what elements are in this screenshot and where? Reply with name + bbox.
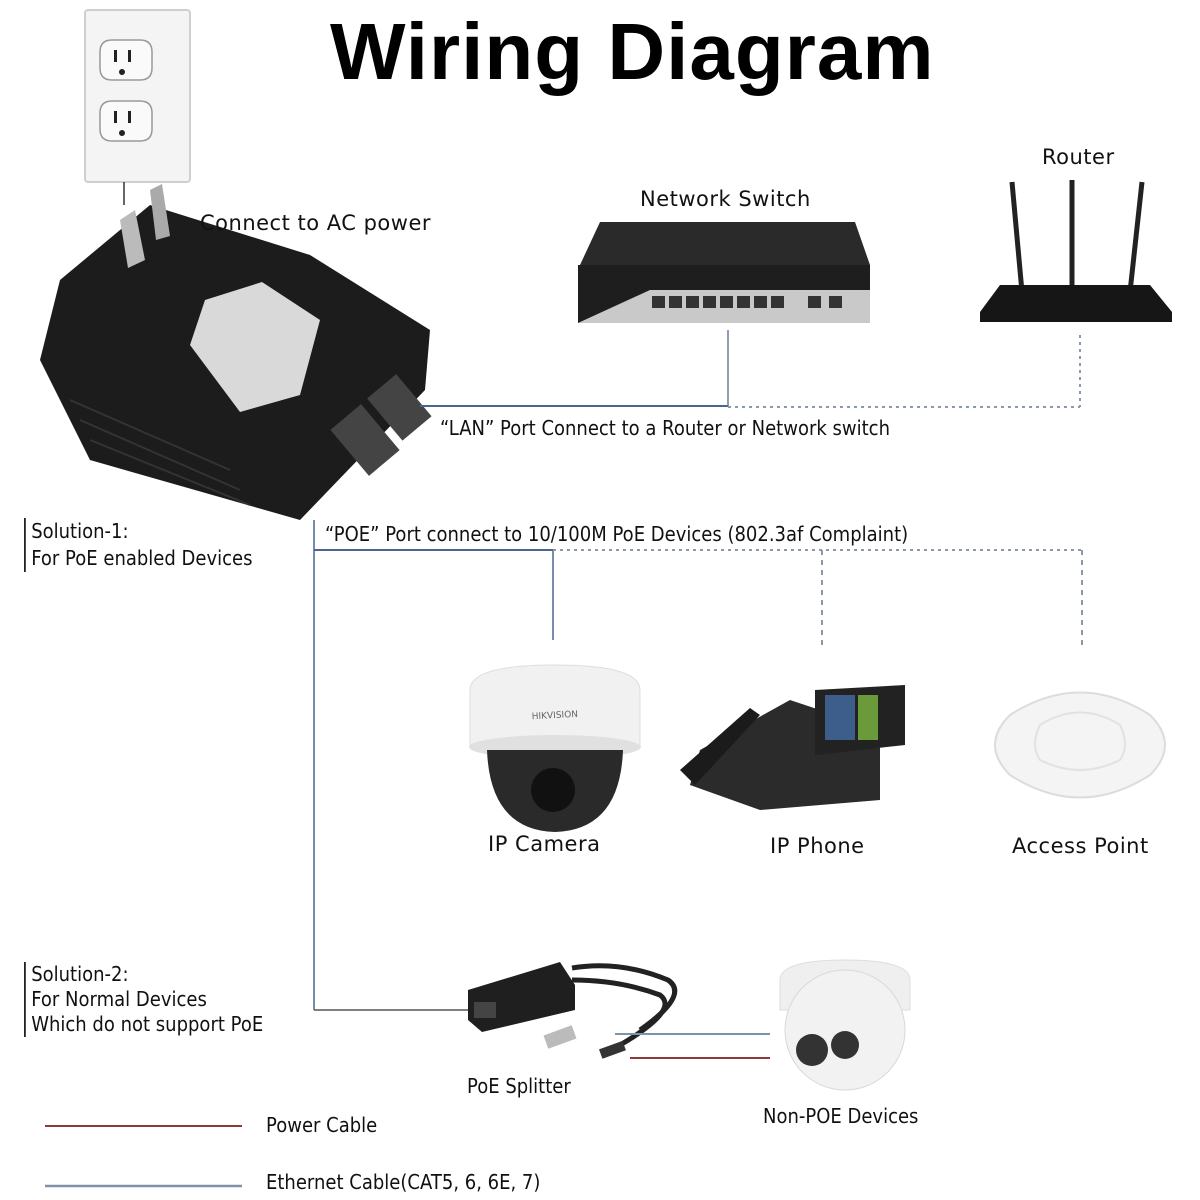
poe-injector-icon: [40, 184, 432, 520]
poe-connection-lines: [313, 520, 1083, 1011]
device-label-ip-phone: IP Phone: [770, 834, 865, 858]
solution-2-heading: Solution-2:: [31, 962, 129, 986]
solution-2-line2: Which do not support PoE: [31, 1012, 264, 1036]
solution-1-block: Solution-1: For PoE enabled Devices: [24, 518, 252, 572]
turret-camera-icon: [779, 959, 911, 1091]
solution-1-heading: Solution-1:: [31, 519, 129, 543]
ac-power-label: Connect to AC power: [200, 211, 432, 235]
wall-outlet-icon: [84, 9, 191, 183]
solution-2-block: Solution-2: For Normal Devices Which do …: [24, 962, 263, 1037]
legend-ethernet-cable-label: Ethernet Cable(CAT5, 6, 6E, 7): [266, 1170, 541, 1194]
poe-port-label: “POE” Port connect to 10/100M PoE Device…: [325, 522, 909, 546]
solution-1-description: For PoE enabled Devices: [31, 546, 253, 570]
camera-brand-text: HIKVISION: [532, 710, 579, 722]
dome-camera-icon: HIKVISION: [469, 664, 641, 832]
lan-port-label: “LAN” Port Connect to a Router or Networ…: [440, 416, 890, 440]
device-label-access-point: Access Point: [1012, 834, 1149, 858]
poe-splitter-label: PoE Splitter: [467, 1074, 571, 1098]
ip-phone-icon: [680, 685, 905, 810]
solution-2-line1: For Normal Devices: [31, 987, 207, 1011]
access-point-icon: [994, 691, 1166, 799]
page-title: Wiring Diagram: [330, 7, 935, 96]
router-label: Router: [1042, 145, 1115, 169]
network-switch-icon: [578, 222, 870, 323]
device-label-ip-camera: IP Camera: [488, 832, 601, 856]
router-icon: [980, 180, 1172, 322]
network-switch-label: Network Switch: [640, 187, 811, 211]
legend-power-cable-label: Power Cable: [266, 1113, 378, 1137]
lan-connection-lines: [420, 330, 1081, 408]
non-poe-devices-label: Non-POE Devices: [763, 1104, 919, 1128]
poe-splitter-icon: [468, 962, 678, 1059]
